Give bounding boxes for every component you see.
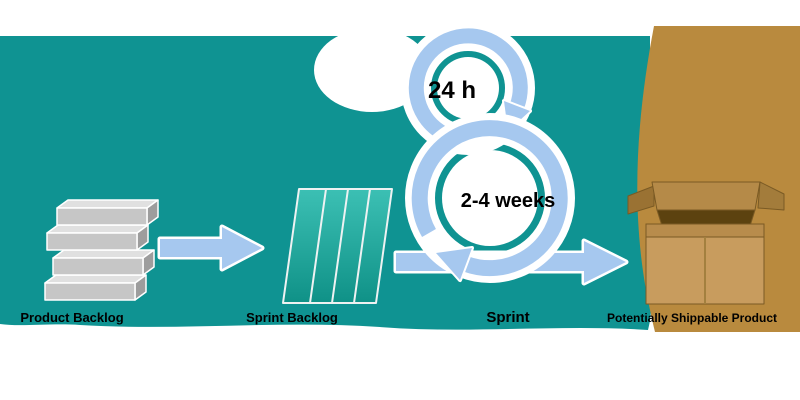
brick-front [44, 282, 136, 301]
product-backlog-stack-icon [44, 199, 159, 301]
box-front-fold [645, 223, 765, 238]
brick-top [44, 274, 147, 284]
brick-front [52, 257, 144, 276]
loop-interior [437, 57, 499, 119]
brick-front [56, 207, 148, 226]
background-white-patch [314, 28, 430, 112]
brick-top [52, 249, 155, 259]
label-sprint: Sprint [486, 309, 529, 326]
daily-cycle-annotation: 24 h [428, 77, 476, 104]
brick [46, 224, 149, 251]
label-product-backlog: Product Backlog [20, 310, 123, 325]
brick-front [46, 232, 138, 251]
brick [52, 249, 155, 276]
brick [44, 274, 147, 301]
sprint-backlog-cards-icon [282, 188, 393, 304]
sprint-cycle-annotation: 2-4 weeks [461, 190, 556, 212]
sprint-loop-icon [405, 113, 575, 283]
label-sprint-backlog: Sprint Backlog [246, 310, 338, 325]
shipped-product-box-icon [627, 181, 785, 305]
loop-arc [408, 28, 528, 147]
box-flap-right [757, 181, 785, 211]
label-shippable-product: Potentially Shippable Product [607, 311, 777, 325]
loop-interior [442, 150, 538, 246]
flow-arrow-backlog-to-sprintbacklog-icon [157, 224, 265, 272]
brick-top [56, 199, 159, 209]
loop-arc [411, 120, 568, 277]
backlog-card [282, 188, 327, 304]
box-flap-back [651, 181, 761, 211]
brick [56, 199, 159, 226]
loop-arrowhead-icon [434, 246, 474, 282]
brick-top [46, 224, 149, 234]
box-flap-left [627, 185, 655, 215]
